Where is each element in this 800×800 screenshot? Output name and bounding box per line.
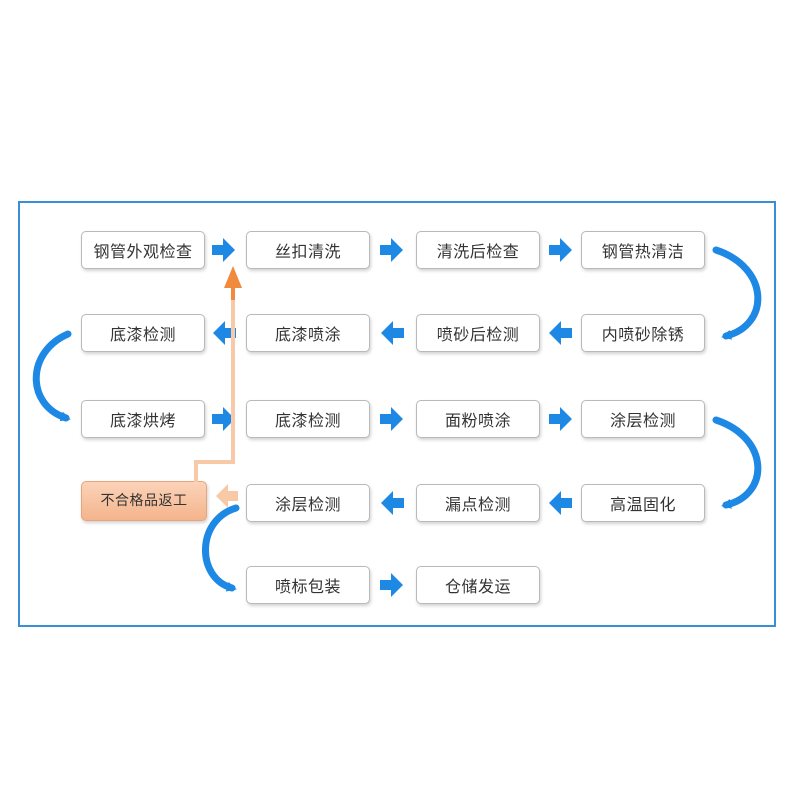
- step-internal-sandblasting: 内喷砂除锈: [581, 314, 705, 352]
- arrow-left-icon: [381, 321, 404, 345]
- rework-return-line: [194, 300, 235, 482]
- arrow-right-icon: [380, 238, 403, 262]
- step-pipe-thermal-cleaning: 钢管热清洁: [581, 231, 705, 269]
- arrow-right-icon: [549, 238, 572, 262]
- step-reject-rework: 不合格品返工: [81, 481, 207, 521]
- arrow-right-icon: [380, 573, 403, 597]
- step-primer-inspection-2: 底漆检测: [246, 400, 370, 438]
- arrow-left-icon: [549, 491, 572, 515]
- step-coating-inspection-1: 涂层检测: [581, 400, 705, 438]
- curved-arrow-icon: [202, 504, 240, 592]
- step-post-blasting-inspection: 喷砂后检测: [416, 314, 540, 352]
- step-primer-baking: 底漆烘烤: [81, 400, 205, 438]
- step-thread-cleaning: 丝扣清洗: [246, 231, 370, 269]
- step-holiday-detection: 漏点检测: [416, 484, 540, 522]
- curved-arrow-icon: [32, 330, 72, 422]
- arrow-left-icon: [216, 484, 238, 508]
- arrow-left-icon: [549, 321, 572, 345]
- curved-arrow-icon: [712, 246, 762, 340]
- step-primer-inspection-1: 底漆检测: [81, 314, 205, 352]
- curved-arrow-icon: [712, 416, 762, 509]
- step-pipe-visual-inspection: 钢管外观检查: [81, 231, 205, 269]
- arrow-up-icon: [224, 266, 242, 288]
- step-post-cleaning-inspection: 清洗后检查: [416, 231, 540, 269]
- step-marking-packaging: 喷标包装: [246, 566, 370, 604]
- step-storage-shipping: 仓储发运: [416, 566, 540, 604]
- step-powder-spraying: 面粉喷涂: [416, 400, 540, 438]
- arrow-right-icon: [380, 407, 403, 431]
- arrow-right-icon: [212, 238, 235, 262]
- step-primer-spraying: 底漆喷涂: [246, 314, 370, 352]
- arrow-right-icon: [212, 407, 235, 431]
- step-high-temp-curing: 高温固化: [581, 484, 705, 522]
- arrow-right-icon: [549, 407, 572, 431]
- step-coating-inspection-2: 涂层检测: [246, 484, 370, 522]
- arrow-left-icon: [213, 321, 236, 345]
- arrow-left-icon: [381, 491, 404, 515]
